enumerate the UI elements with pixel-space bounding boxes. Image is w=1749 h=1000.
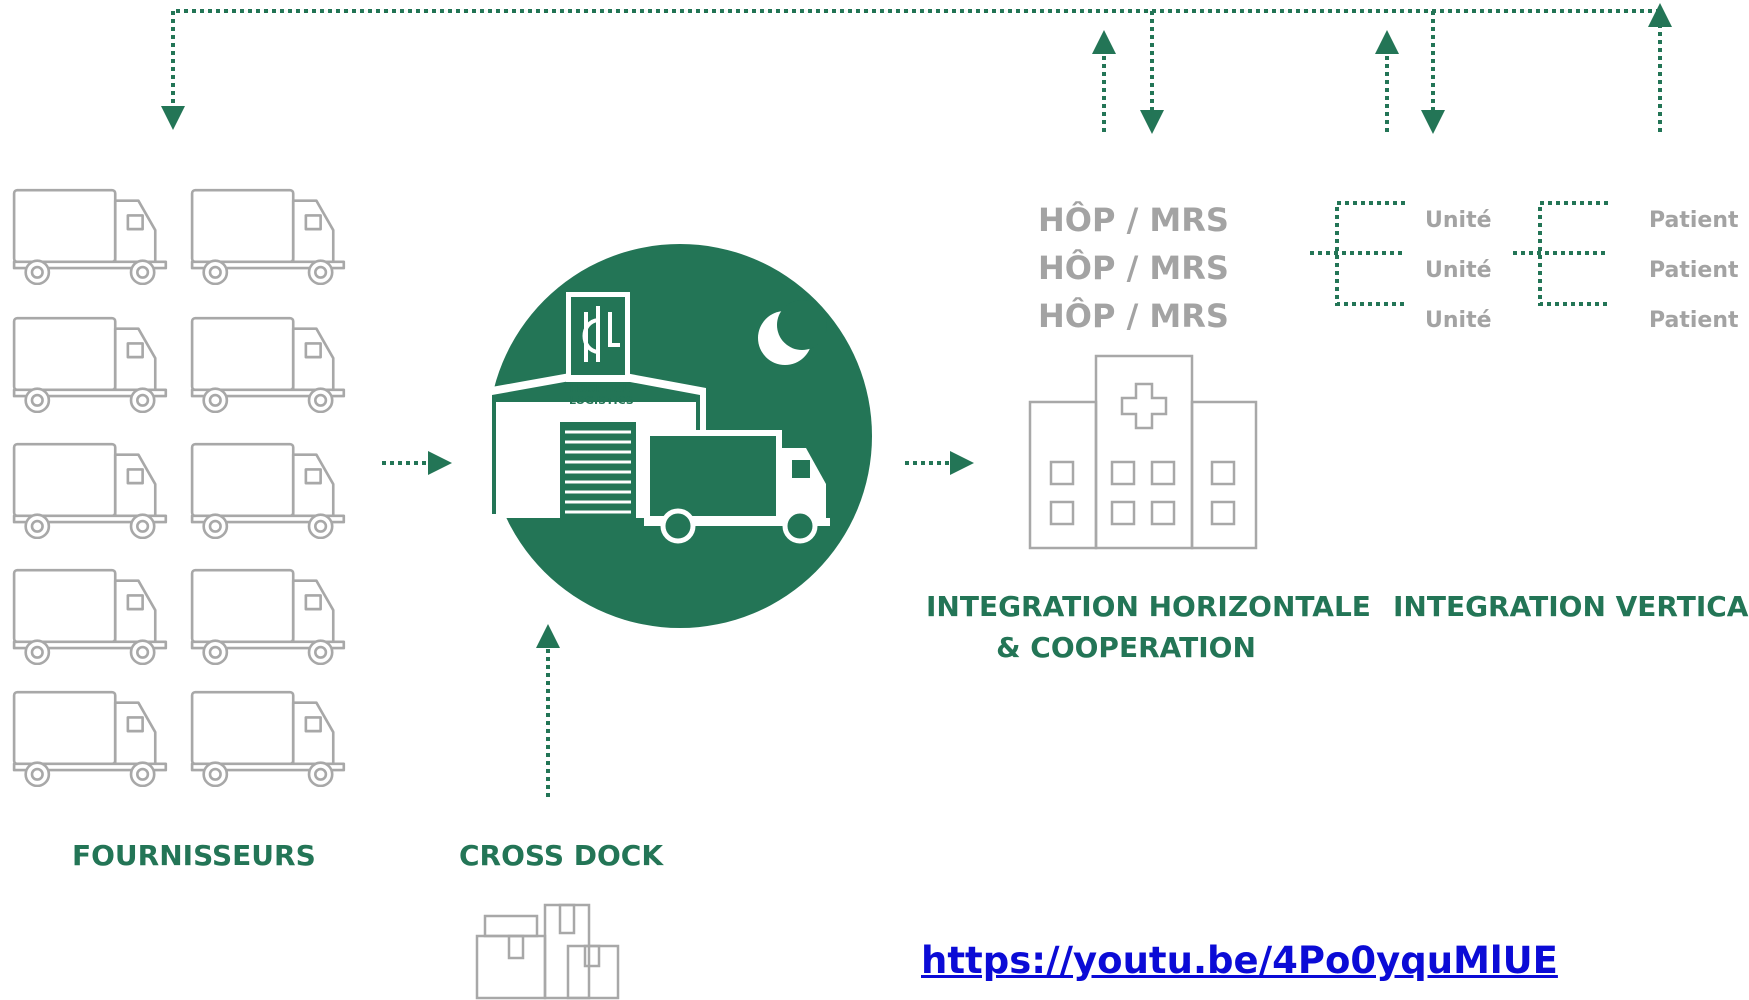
truck-icon [190, 568, 346, 665]
unit-label: Unité [1425, 258, 1492, 283]
truck-icon [12, 568, 168, 665]
cross-dock-label: CROSS DOCK [459, 839, 664, 872]
logo-line1: HOSPITAL [569, 382, 630, 395]
truck-icon [190, 188, 346, 285]
feedback-loop [161, 3, 1672, 134]
unit-label: Unité [1425, 208, 1492, 233]
hospital-label: HÔP / MRS [1038, 201, 1229, 239]
hospital-label: HÔP / MRS [1038, 249, 1229, 287]
supplier-trucks [12, 188, 346, 787]
hospital-label: HÔP / MRS [1038, 297, 1229, 335]
logo-text: HOSPITAL LOGISTICS [569, 382, 634, 407]
fournisseurs-label: FOURNISSEURS [72, 839, 316, 872]
truck-icon [190, 442, 346, 539]
crossdock-hub [486, 244, 872, 628]
hospital-icon [1028, 354, 1258, 550]
truck-icon [12, 690, 168, 787]
youtube-link[interactable]: https://youtu.be/4Po0yquMlUE [921, 939, 1558, 982]
boxes-icon [475, 903, 620, 1000]
hospital-list: HÔP / MRS HÔP / MRS HÔP / MRS [1038, 196, 1229, 340]
unit-list: Unité Unité Unité [1425, 196, 1492, 346]
truck-icon [12, 188, 168, 285]
flow-arrows [382, 451, 974, 797]
patient-list: Patient Patient Patient [1649, 196, 1739, 346]
truck-icon [12, 316, 168, 413]
integration-verticale-label: INTEGRATION VERTICALE [1393, 590, 1749, 623]
integration-horizontale-label: INTEGRATION HORIZONTALE & COOPERATION [926, 586, 1371, 668]
patient-label: Patient [1649, 308, 1739, 333]
vertical-brackets [1310, 201, 1608, 306]
truck-icon [12, 442, 168, 539]
logo-line2: LOGISTICS [569, 394, 634, 407]
truck-icon [190, 690, 346, 787]
truck-icon [190, 316, 346, 413]
patient-label: Patient [1649, 258, 1739, 283]
patient-label: Patient [1649, 208, 1739, 233]
integration-h-line2: & COOPERATION [996, 631, 1256, 664]
unit-label: Unité [1425, 308, 1492, 333]
integration-h-line1: INTEGRATION HORIZONTALE [926, 590, 1371, 623]
